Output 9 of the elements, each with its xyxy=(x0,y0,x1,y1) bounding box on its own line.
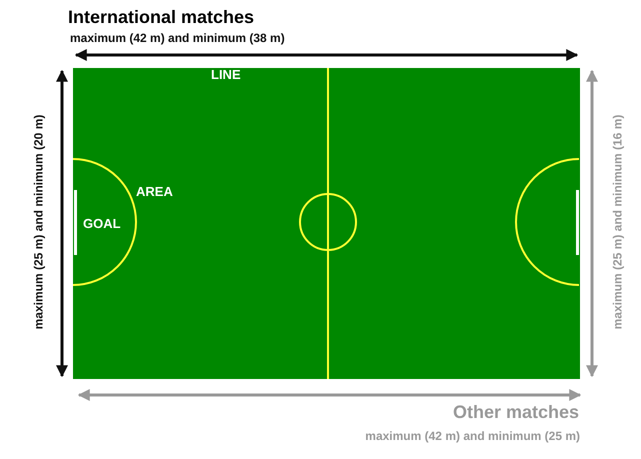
pitch-label: GOAL xyxy=(83,217,121,230)
pitch-label: AREA xyxy=(136,185,173,198)
dimension-label: maximum (42 m) and minimum (25 m) xyxy=(365,430,580,442)
dimension-label: maximum (25 m) and minimum (16 m) xyxy=(610,114,623,330)
dimension-label: maximum (25 m) and minimum (20 m) xyxy=(32,114,44,330)
dimension-label: maximum (42 m) and minimum (38 m) xyxy=(70,32,285,44)
heading: Other matches xyxy=(452,403,579,421)
heading: International matches xyxy=(68,8,254,26)
pitch-label: LINE xyxy=(211,68,241,81)
